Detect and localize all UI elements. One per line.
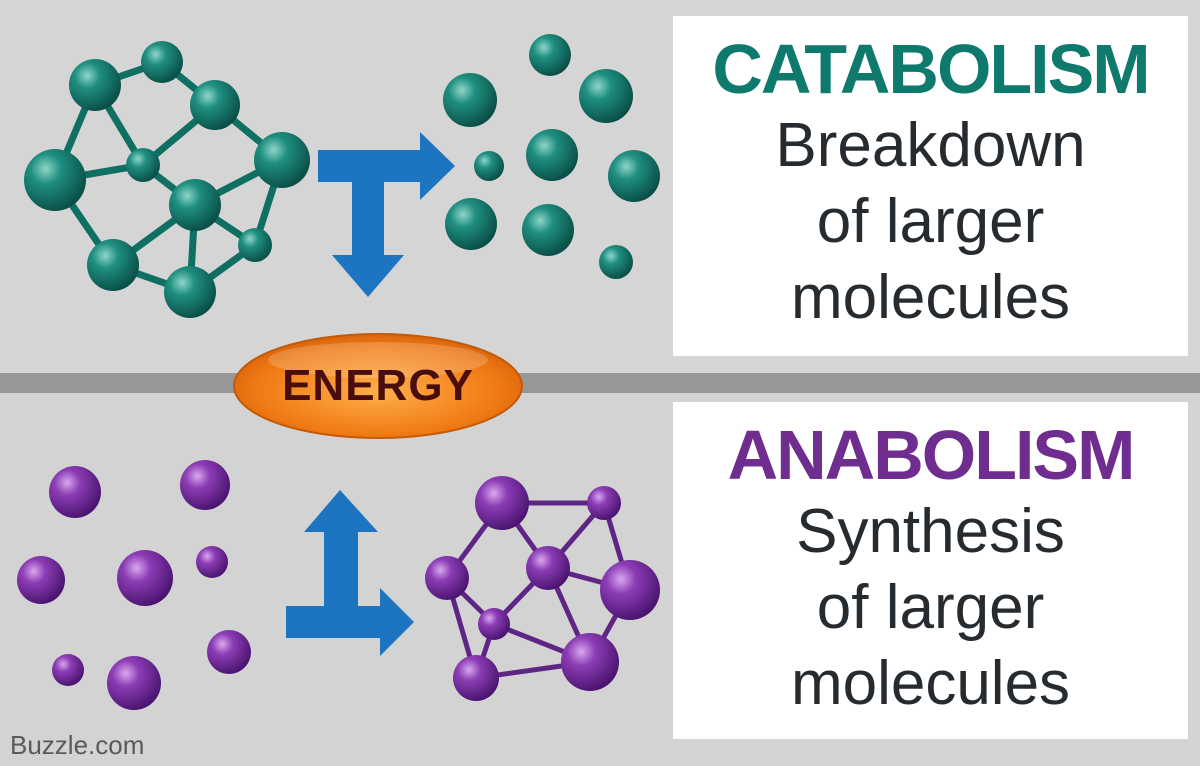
anabolism-textbox: ANABOLISM Synthesis of larger molecules <box>673 402 1188 739</box>
complex-molecule-purple <box>425 476 660 701</box>
anabolism-desc-line1: Synthesis <box>796 497 1065 566</box>
catabolism-desc-line3: molecules <box>790 263 1071 332</box>
catabolism-arrow <box>318 132 455 297</box>
source-credit: Buzzle.com <box>10 730 145 760</box>
energy-badge: ENERGY <box>233 333 523 439</box>
anabolism-heading: ANABOLISM <box>727 416 1136 494</box>
complex-molecule-teal <box>24 41 310 318</box>
energy-label: ENERGY <box>282 361 474 410</box>
catabolism-heading: CATABOLISM <box>712 30 1150 108</box>
anabolism-desc-line2: of larger <box>816 573 1045 642</box>
simple-molecules-teal <box>443 34 660 279</box>
catabolism-textbox: CATABOLISM Breakdown of larger molecules <box>673 16 1188 356</box>
anabolism-desc-line3: molecules <box>790 649 1071 718</box>
catabolism-desc-line1: Breakdown <box>775 111 1086 180</box>
simple-molecules-purple <box>17 460 251 710</box>
energy-ellipse <box>233 333 523 439</box>
anabolism-arrow <box>286 490 414 656</box>
catabolism-desc-line2: of larger <box>816 187 1045 256</box>
